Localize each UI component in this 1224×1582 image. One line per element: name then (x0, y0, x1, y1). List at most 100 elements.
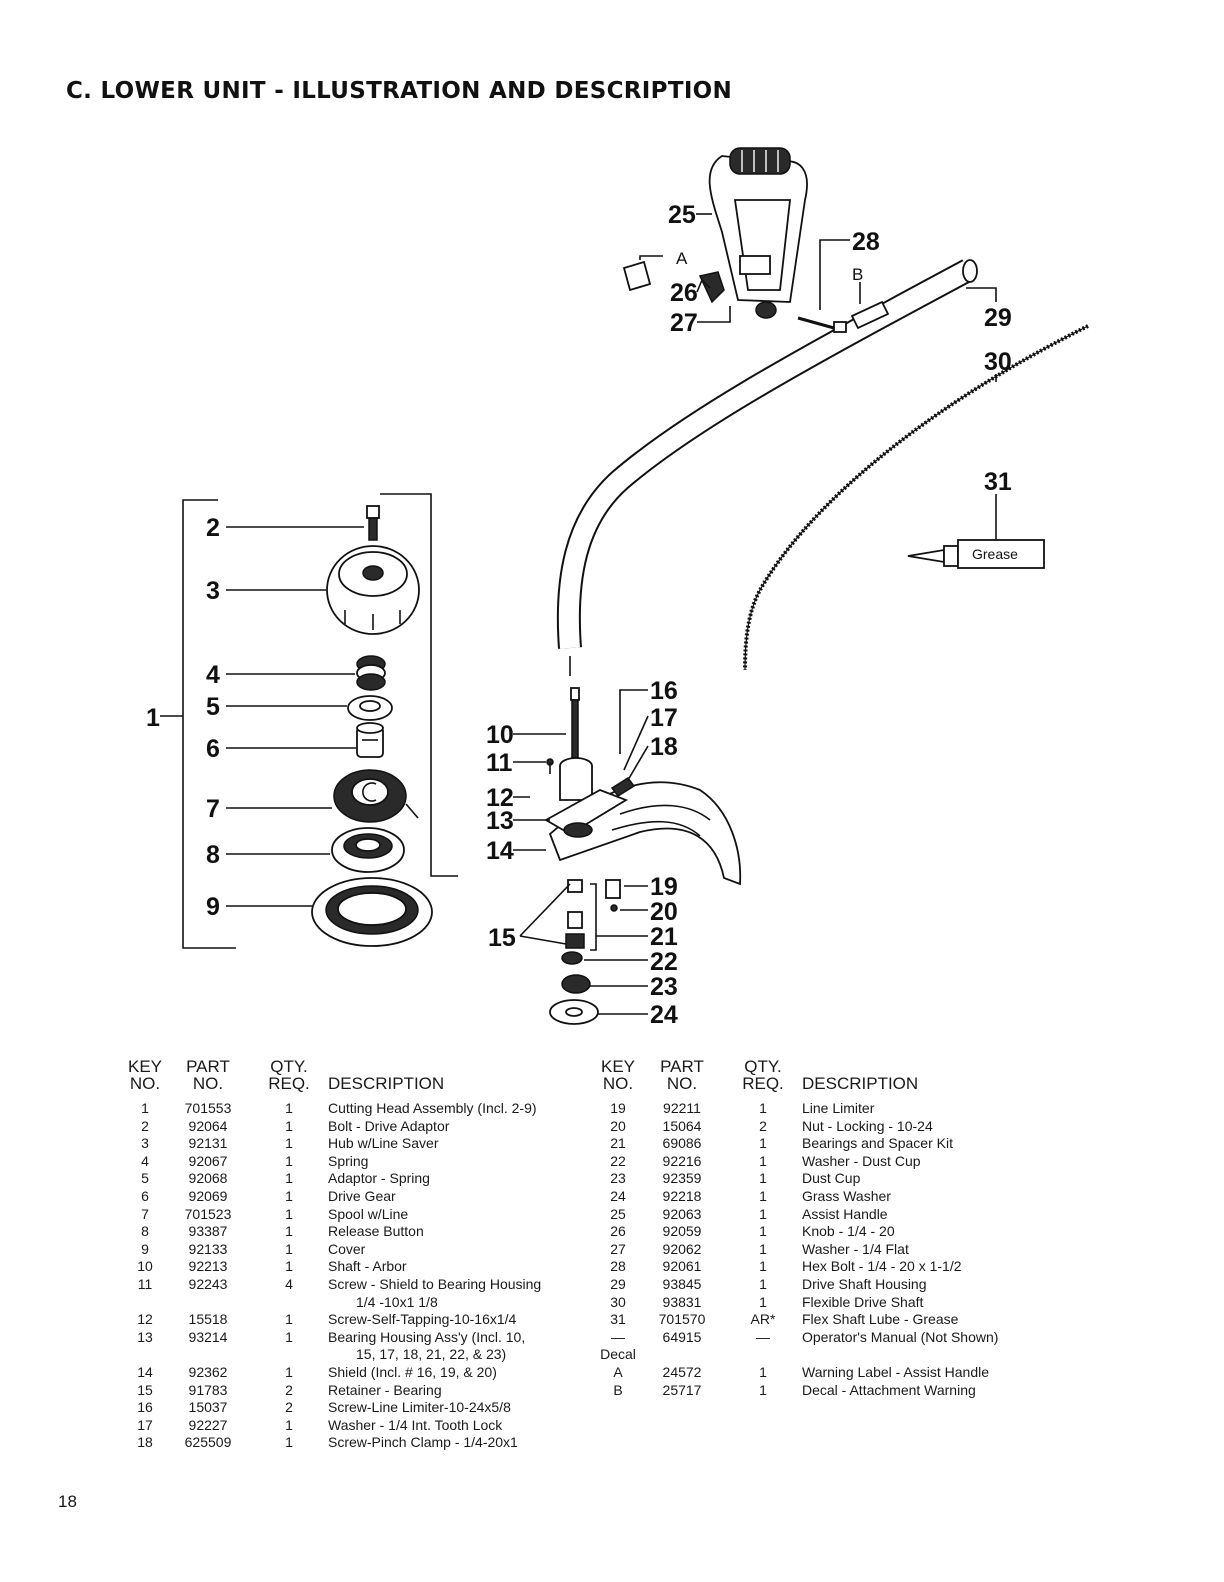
cell-qty-req: 1 (285, 1311, 293, 1328)
cell-qty-req: 2 (285, 1381, 293, 1398)
cell-description: Flex Shaft Lube - Grease (802, 1311, 1042, 1329)
callout-28: 28 (852, 228, 880, 256)
cell-key-no: A (613, 1363, 623, 1380)
cell-description: Decal - Attachment Warning (802, 1382, 1042, 1400)
cell-qty-req: 2 (285, 1399, 293, 1416)
cell-part-no: 701523 (184, 1205, 232, 1222)
part-dust-cup (561, 974, 591, 994)
cell-part-no: 92216 (662, 1152, 702, 1169)
cell-qty-req: 1 (759, 1381, 767, 1398)
cell-key-no: Decal (600, 1346, 636, 1363)
cell-key-no: 4 (141, 1152, 149, 1169)
cell-part-no: 92362 (188, 1363, 228, 1380)
cell-part-no: 69086 (662, 1135, 702, 1152)
cell-qty-req: — (756, 1328, 770, 1345)
cell-qty-req: 1 (759, 1152, 767, 1169)
callout-4: 4 (206, 661, 220, 689)
cell-qty-req: 1 (285, 1152, 293, 1169)
cell-part-no: 92059 (662, 1223, 702, 1240)
cell-part-no: 625509 (184, 1434, 232, 1451)
cell-qty-req: 1 (759, 1205, 767, 1222)
cell-key-no: 9 (141, 1240, 149, 1257)
cell-key-no: B (613, 1381, 623, 1398)
cell-part-no: 93831 (662, 1293, 702, 1310)
cell-part-no: 92064 (188, 1117, 228, 1134)
cell-qty-req: AR* (750, 1311, 776, 1328)
callout-20: 20 (650, 898, 678, 926)
cell-description: Washer - 1/4 Int. Tooth Lock (328, 1417, 578, 1435)
cell-key-no: 3 (141, 1135, 149, 1152)
cell-qty-req: 1 (285, 1416, 293, 1433)
cell-description: Screw-Line Limiter-10-24x5/8 (328, 1399, 578, 1417)
cell-key-no: — (611, 1328, 625, 1345)
callout-17: 17 (650, 704, 678, 732)
cell-description: Knob - 1/4 - 20 (802, 1223, 1042, 1241)
cell-key-no: 21 (610, 1135, 626, 1152)
cell-part-no: 92227 (188, 1416, 228, 1433)
cell-part-no: 701570 (658, 1311, 706, 1328)
callout-15: 15 (488, 924, 516, 952)
callout-8: 8 (206, 841, 220, 869)
cell-part-no: 15037 (188, 1399, 228, 1416)
cell-part-no: 92211 (663, 1100, 701, 1116)
cell-key-no: 15 (137, 1381, 153, 1398)
part-bearing-housing (544, 757, 629, 838)
cell-key-no: 12 (137, 1311, 153, 1328)
cell-description: Spring (328, 1153, 578, 1171)
callout-22: 22 (650, 948, 678, 976)
cell-part-no: 92068 (188, 1170, 228, 1187)
cell-key-no: 16 (137, 1399, 153, 1416)
cell-key-no: 29 (610, 1275, 626, 1292)
cell-description: Washer - Dust Cup (802, 1153, 1042, 1171)
cell-key-no: 24 (610, 1187, 626, 1204)
callout-30: 30 (984, 348, 1012, 376)
description-text: Bolt - Drive Adaptor (328, 1117, 450, 1134)
cell-key-no: 14 (137, 1363, 153, 1380)
cell-key-no: 20 (610, 1117, 626, 1134)
cell-key-no: 27 (610, 1240, 626, 1257)
cell-qty-req: 1 (285, 1434, 293, 1451)
cell-description: Operator's Manual (Not Shown) (802, 1329, 1042, 1347)
cell-part-no (640, 1346, 724, 1364)
description-text: Nut - Locking - 10-24 (802, 1117, 933, 1134)
cell-qty-req: 1 (285, 1100, 293, 1116)
cell-qty-req: 1 (285, 1240, 293, 1257)
cell-qty-req: 1 (285, 1258, 293, 1275)
description-text: Shield (Incl. # 16, 19, & 20) (328, 1363, 497, 1380)
cell-part-no: 91783 (188, 1381, 228, 1398)
cell-key-no: 7 (141, 1205, 149, 1222)
part-drive-shaft-housing (556, 259, 978, 676)
callout-18: 18 (650, 733, 678, 761)
cell-part-no: 15518 (188, 1311, 228, 1328)
part-adaptor-spring (347, 695, 393, 721)
cell-key-no: 10 (137, 1258, 153, 1275)
part-spool (333, 769, 419, 823)
cell-description: Line Limiter (802, 1100, 1042, 1118)
cell-qty-req: 1 (759, 1100, 767, 1116)
cell-description: Adaptor - Spring (328, 1170, 578, 1188)
callout-11: 11 (486, 749, 513, 777)
part-knob (698, 271, 725, 304)
cell-description: Drive Shaft Housing (802, 1276, 1042, 1294)
cell-qty-req (724, 1346, 802, 1364)
part-screw-shield (546, 758, 554, 774)
callout-13: 13 (486, 807, 514, 835)
table-row: 15 91783 2 Retainer - Bearing (124, 1382, 578, 1400)
decal-a-shape (622, 260, 652, 292)
callout-23: 23 (650, 973, 678, 1001)
cell-description: Washer - 1/4 Flat (802, 1241, 1042, 1259)
description-text: Retainer - Bearing (328, 1381, 442, 1398)
